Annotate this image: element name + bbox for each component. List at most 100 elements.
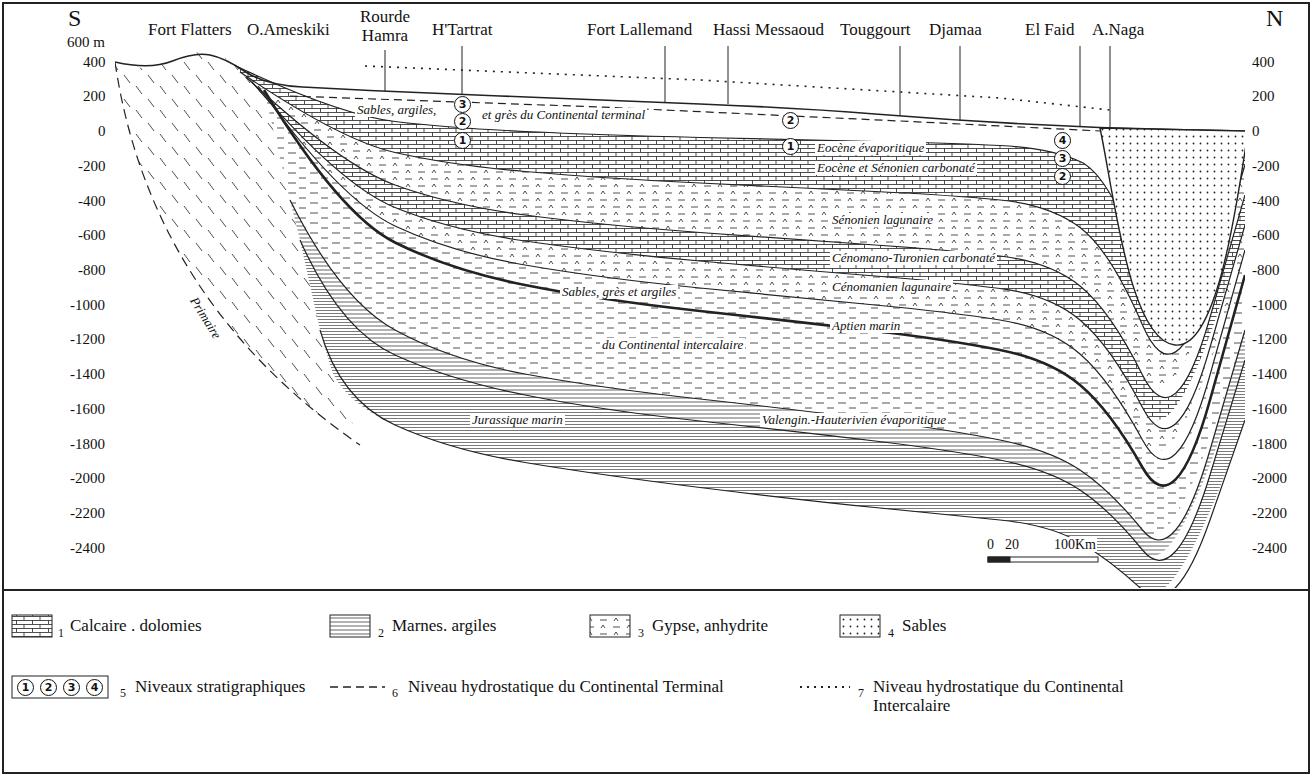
scale-value: 20: [1004, 537, 1020, 552]
axis-value: -2400: [1252, 540, 1287, 557]
axis-value: -1400: [1252, 366, 1287, 383]
level-number: 2: [45, 682, 53, 693]
formation-name: Sables, grès et argiles: [560, 285, 678, 299]
axis-value: -600: [1252, 227, 1280, 244]
formation-name: Sénonien lagunaire: [830, 213, 935, 227]
axis-value: -2400: [70, 540, 105, 557]
level-circle: 2: [1054, 168, 1071, 185]
level-number: 3: [68, 682, 76, 693]
axis-value: -1200: [70, 331, 105, 348]
axis-value: -1600: [1252, 401, 1287, 418]
formation-name: Jurassique marin: [470, 413, 565, 427]
locality-name: Fort Flatters: [148, 21, 232, 40]
scale-bar: [988, 557, 1010, 562]
formation-name: Eocène et Sénonien carbonaté: [815, 161, 977, 175]
ground-surface: [115, 54, 1245, 131]
locality-name: Djamaa: [929, 21, 982, 40]
legend-text: Niveau hydrostatique du Continental Term…: [408, 678, 724, 697]
level-circle: 3: [1054, 150, 1071, 167]
axis-value: -600: [78, 227, 106, 244]
axis-value: 200: [1252, 88, 1275, 105]
axis-value: -1200: [1252, 331, 1287, 348]
overlay: [3, 3, 1309, 773]
axis-value: 400: [83, 54, 106, 71]
scale-bar: [988, 557, 1098, 562]
layer-boundary: [264, 90, 1245, 486]
axis-value: -200: [78, 158, 106, 175]
level-number: 1: [22, 682, 30, 693]
locality-name: O.Ameskiki: [247, 21, 330, 40]
axis-value: -800: [1252, 262, 1280, 279]
formation-name: Sables, argiles,: [355, 103, 438, 117]
formation-name: Cénomano-Turonien carbonaté: [830, 251, 997, 265]
legend-swatch: [12, 615, 52, 637]
level-number: 1: [787, 141, 795, 152]
axis-value: -2000: [70, 470, 105, 487]
scale-value: 0: [986, 537, 995, 552]
formation-name: du Continental intercalaire: [600, 338, 745, 352]
intercalaire-water-level: [365, 66, 1110, 110]
basement-limit: [115, 62, 360, 445]
axis-value: -800: [78, 262, 106, 279]
legend-text: Sables: [902, 617, 946, 636]
legend-swatch: [330, 615, 370, 637]
locality-name: Touggourt: [840, 21, 911, 40]
axis-value: -1400: [70, 366, 105, 383]
layer-boundary: [320, 330, 1245, 588]
axis-value: -1000: [1252, 297, 1287, 314]
legend-text: Calcaire . dolomies: [70, 617, 202, 636]
level-number: 2: [459, 116, 467, 127]
axis-value: 400: [1252, 54, 1275, 71]
layer-boundary: [252, 82, 1245, 429]
layer-boundary: [240, 72, 1245, 354]
legend-swatch: [12, 676, 108, 698]
layer-boundary: [300, 240, 1245, 560]
layer-region: [300, 240, 1245, 588]
legend-text: Marnes. argiles: [392, 617, 497, 636]
level-number: 4: [91, 682, 99, 693]
axis-value: -1000: [70, 297, 105, 314]
level-circle: 4: [86, 679, 103, 696]
sand-syncline: [1100, 128, 1245, 345]
axis-value: 200: [83, 88, 106, 105]
level-circle: 4: [1054, 132, 1071, 149]
legend-line-sample: [330, 686, 385, 688]
layer-boundary: [246, 77, 1245, 398]
legend-number: 4: [888, 627, 894, 640]
locality-name: A.Naga: [1092, 21, 1144, 40]
legend-number: 1: [58, 627, 64, 640]
axis-value: -200: [1252, 158, 1280, 175]
axis-value: -2200: [70, 505, 105, 522]
axis-value: -1800: [1252, 436, 1287, 453]
legend-text: Niveaux stratigraphiques: [135, 678, 305, 697]
legend-swatch: [590, 615, 630, 637]
geology: [115, 52, 1245, 588]
formation-name: Eocène évaporitique: [815, 141, 926, 155]
level-number: 2: [1059, 171, 1067, 182]
axis-value: -400: [78, 193, 106, 210]
level-circle: 3: [63, 679, 80, 696]
scale-value: 100Km: [1053, 537, 1097, 552]
level-circle: 1: [782, 138, 799, 155]
legend-line-sample: [800, 686, 850, 688]
level-circle: 1: [454, 132, 471, 149]
axis-value: 0: [1252, 123, 1260, 140]
direction-letter: N: [1266, 5, 1283, 31]
axis-value: 0: [98, 123, 106, 140]
axis-value: -2000: [1252, 470, 1287, 487]
axis-value: -2200: [1252, 505, 1287, 522]
formation-name: et grès du Continental terminal: [480, 108, 647, 122]
level-number: 4: [1059, 135, 1067, 146]
level-number: 3: [459, 99, 467, 110]
axis-value: -400: [1252, 193, 1280, 210]
legend-text: Gypse, anhydrite: [652, 617, 768, 636]
level-circle: 2: [782, 112, 799, 129]
axis-value: -1600: [70, 401, 105, 418]
level-circle: 1: [17, 679, 34, 696]
legend-number: 3: [638, 627, 644, 640]
terminal-water-level: [290, 96, 1100, 131]
level-number: 3: [1059, 153, 1067, 164]
legend-number: 2: [378, 627, 384, 640]
